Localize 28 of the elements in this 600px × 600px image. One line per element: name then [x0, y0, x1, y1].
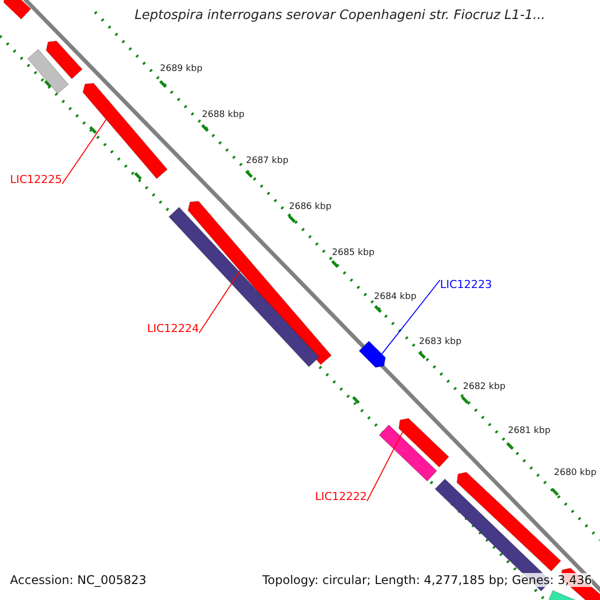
map-title: Leptospira interrogans serovar Copenhageni str. Fiocruz L1-1... — [134, 8, 546, 23]
leader-line — [62, 119, 107, 184]
tick-label: 2685 kbp — [332, 248, 374, 258]
gene-label: LIC12224 — [147, 322, 200, 335]
gene-label: LIC12222 — [315, 490, 368, 503]
tick-label: 2680 kbp — [554, 468, 596, 478]
gene-bar — [27, 48, 69, 94]
gene-bar — [378, 424, 438, 482]
accession-text: Accession: NC_005823 — [10, 573, 146, 587]
gene-bar — [358, 340, 386, 368]
leader-line — [381, 280, 440, 354]
tick-label: 2684 kbp — [374, 292, 416, 302]
gene-label: LIC12223 — [440, 278, 492, 291]
tick-label: 2686 kbp — [289, 202, 332, 212]
tick-label: 2688 kbp — [202, 110, 244, 120]
tick-label: 2682 kbp — [463, 382, 506, 392]
tick-label: 2689 kbp — [160, 64, 202, 74]
gene-bar — [82, 82, 168, 180]
summary-text: Topology: circular; Length: 4,277,185 bp; Genes: 3,436 — [260, 573, 592, 587]
gene-bar — [46, 40, 83, 80]
tick-label: 2681 kbp — [508, 426, 550, 436]
gene-bar — [3, 0, 32, 20]
gene-label: LIC12225 — [10, 173, 62, 186]
gene-bar — [398, 418, 450, 468]
leader-line — [366, 432, 404, 502]
leader-line — [198, 270, 241, 334]
tick-label: 2687 kbp — [246, 156, 288, 166]
tick-label: 2683 kbp — [419, 337, 462, 347]
